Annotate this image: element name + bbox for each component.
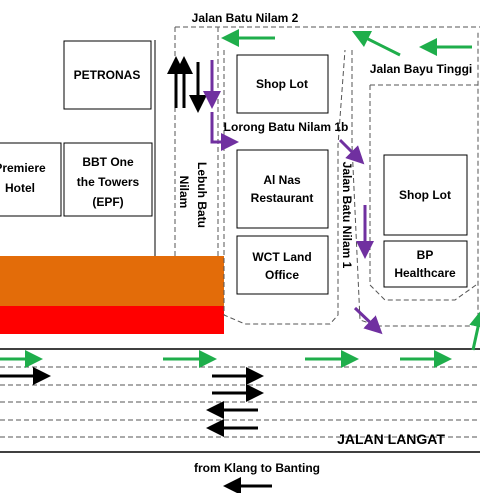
wct-land-office-building — [236, 235, 329, 295]
shop-lot-a-building — [236, 54, 329, 114]
petronas-label: PETRONAS — [74, 68, 141, 82]
premiere-hotel-building — [0, 142, 62, 217]
road-label-jalan-batu-nilam-1: Jalan Batu Nilam 1 — [340, 162, 354, 269]
al-nas-label-2: Restaurant — [251, 191, 314, 205]
bbt-one-building — [63, 142, 153, 217]
premiere-hotel-label-1: Premiere — [0, 161, 46, 175]
wct-label-2: Office — [265, 268, 299, 282]
road-label-jalan-batu-nilam-2: Jalan Batu Nilam 2 — [192, 11, 299, 25]
purple-arrow-diagonal-2 — [353, 306, 383, 335]
road-label-lebuh-batu-line1: Lebuh Batu — [195, 162, 209, 228]
shop-lot-b-building — [383, 154, 468, 236]
bp-label-2: Healthcare — [394, 266, 456, 280]
road-label-lorong-batu-nilam-1b: Lorong Batu Nilam 1b — [224, 120, 349, 134]
orange-zone — [0, 256, 224, 306]
red-zone — [0, 306, 224, 334]
bbt-one-label-1: BBT One — [82, 155, 134, 169]
green-arrow-top-diagonal — [351, 30, 401, 57]
petronas-building — [63, 40, 152, 110]
purple-arrow-turn — [210, 112, 239, 151]
purple-arrow-diagonal-1 — [338, 138, 365, 165]
shop-lot-b-label: Shop Lot — [399, 188, 451, 202]
bp-label-1: BP — [417, 248, 434, 262]
al-nas-restaurant-building — [236, 149, 329, 229]
al-nas-label-1: Al Nas — [263, 173, 301, 187]
road-label-lebuh-batu-line2: Nilam — [177, 176, 191, 209]
road-label-jalan-bayu-tinggi: Jalan Bayu Tinggi — [370, 62, 472, 76]
road-label-jalan-langat: JALAN LANGAT — [337, 431, 445, 447]
bbt-one-label-3: (EPF) — [92, 195, 123, 209]
premiere-hotel-label-2: Hotel — [5, 181, 35, 195]
direction-note: from Klang to Banting — [194, 461, 320, 475]
shop-lot-a-label: Shop Lot — [256, 77, 308, 91]
green-arrow-right-up — [469, 309, 480, 351]
bbt-one-label-2: the Towers — [77, 175, 140, 189]
bp-healthcare-building — [383, 240, 468, 288]
wct-label-1: WCT Land — [252, 250, 311, 264]
